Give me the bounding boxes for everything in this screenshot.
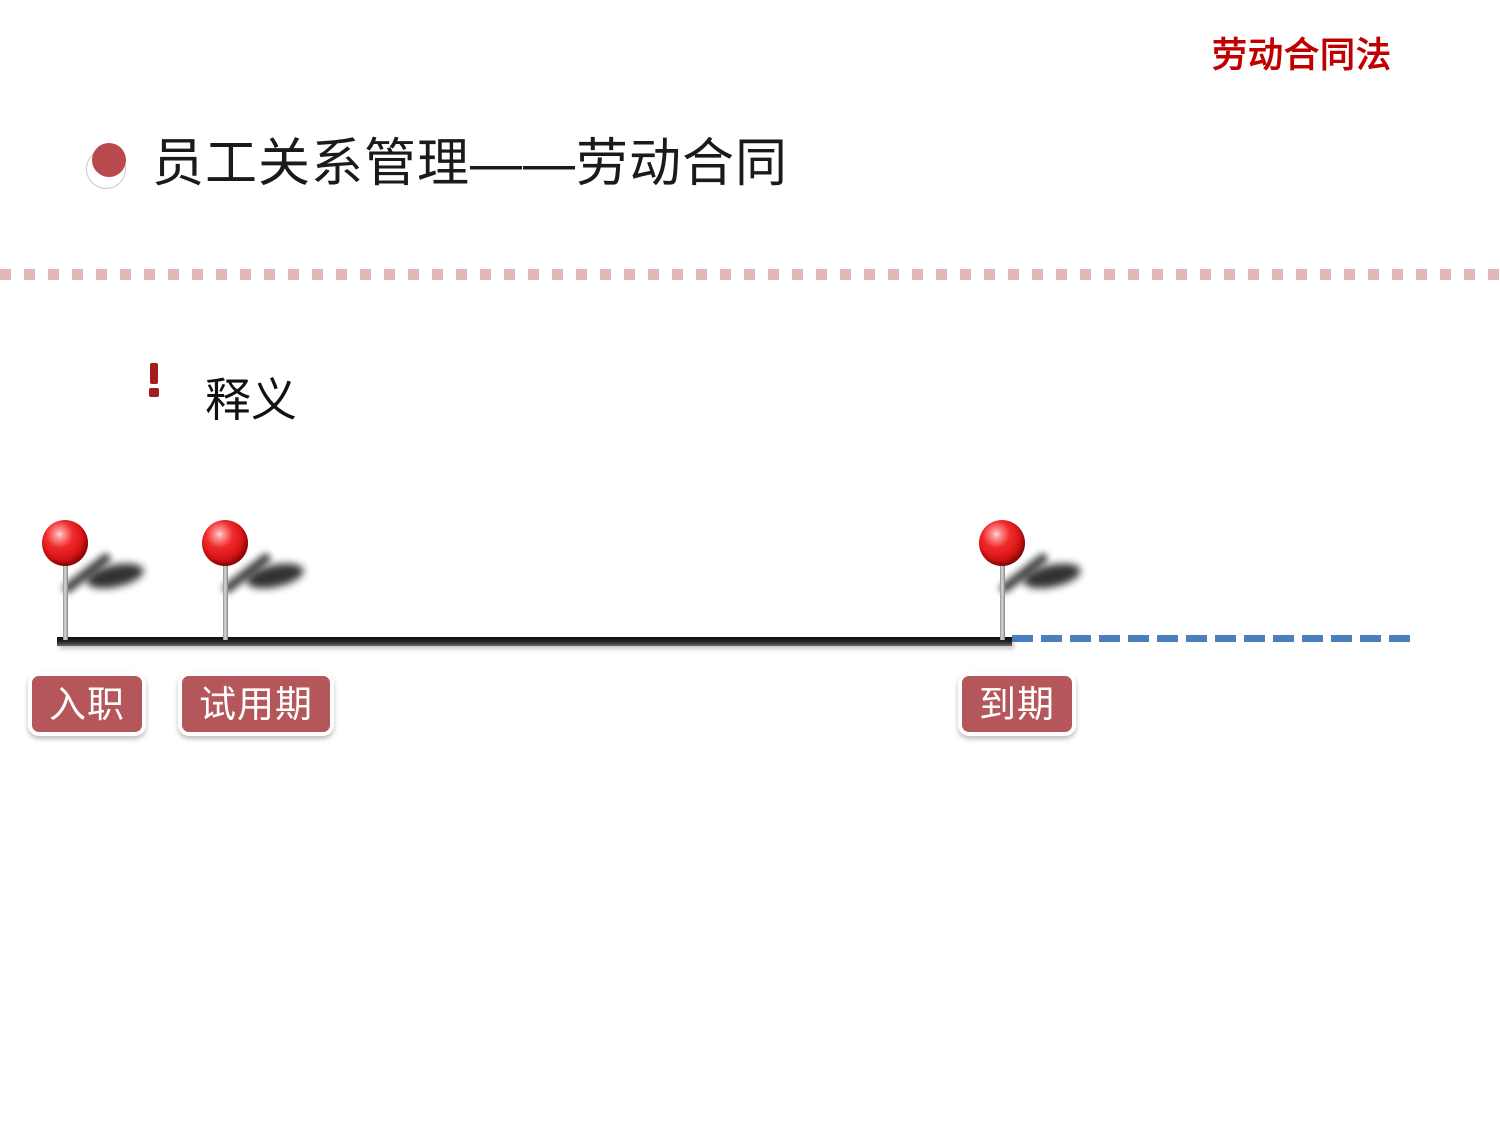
timeline-label-probation[interactable]: 试用期 <box>178 672 334 736</box>
page-title: 员工关系管理——劳动合同 <box>84 138 788 190</box>
timeline-pin-marker <box>42 520 162 650</box>
timeline-label-onboarding[interactable]: 入职 <box>28 672 146 736</box>
timeline-label-text: 试用期 <box>199 683 313 725</box>
exclamation-icon <box>143 363 165 403</box>
subheading-row: 释义 <box>143 363 297 423</box>
timeline-label-text: 到期 <box>979 683 1055 725</box>
timeline-label-expiry[interactable]: 到期 <box>958 672 1076 736</box>
pin-needle <box>63 558 68 640</box>
pin-head-icon <box>42 520 88 566</box>
pin-needle <box>1000 558 1005 640</box>
timeline-label-text: 入职 <box>49 683 125 725</box>
timeline-dashed-line <box>1012 635 1412 642</box>
timeline-pin-marker <box>979 520 1099 650</box>
page-title-text: 员工关系管理——劳动合同 <box>152 135 789 193</box>
pin-head-icon <box>202 520 248 566</box>
circle-bullet-icon <box>84 141 130 189</box>
timeline-pin-marker <box>202 520 322 650</box>
dotted-divider <box>0 269 1500 280</box>
corner-law-label: 劳动合同法 <box>1211 36 1392 75</box>
timeline-solid-line <box>57 637 1012 646</box>
exclamation-dot <box>149 388 159 397</box>
exclamation-bar <box>150 363 158 384</box>
pin-head-icon <box>979 520 1025 566</box>
pin-needle <box>223 558 228 640</box>
bullet-dot <box>92 143 126 177</box>
subheading-text: 释义 <box>205 374 297 426</box>
contract-timeline-diagram: 入职 试用期 到期 <box>0 520 1500 770</box>
